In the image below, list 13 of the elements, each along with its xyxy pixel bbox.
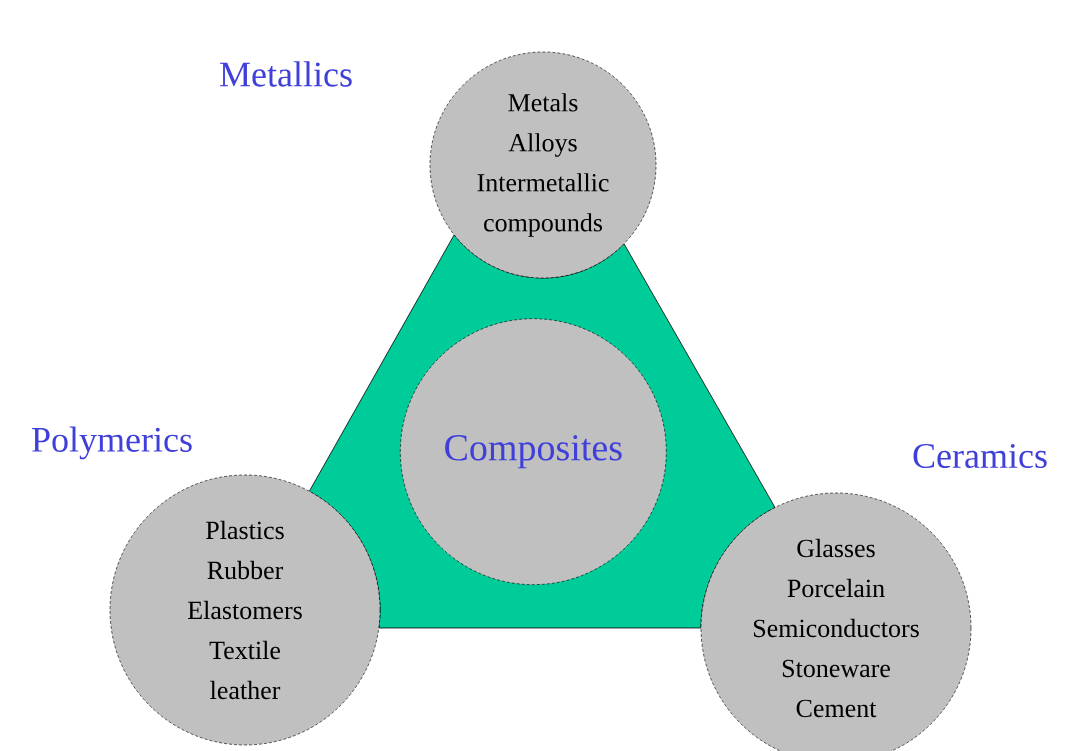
- node-label: Elastomers: [187, 600, 302, 620]
- node-label: Glasses: [797, 538, 875, 558]
- node-label: Rubber: [207, 560, 284, 580]
- node-label: Semiconductors: [753, 618, 919, 638]
- node-label: Cement: [796, 699, 877, 718]
- node-label: Textile: [209, 640, 281, 660]
- node-label: Plastics: [206, 520, 284, 540]
- category-label: Ceramics: [913, 443, 1047, 469]
- node-label: leather: [210, 680, 281, 700]
- category-label: Polymerics: [32, 426, 192, 460]
- node-label: Stoneware: [782, 659, 890, 678]
- node-label: Porcelain: [787, 578, 885, 598]
- category-label: Metallics: [220, 61, 352, 87]
